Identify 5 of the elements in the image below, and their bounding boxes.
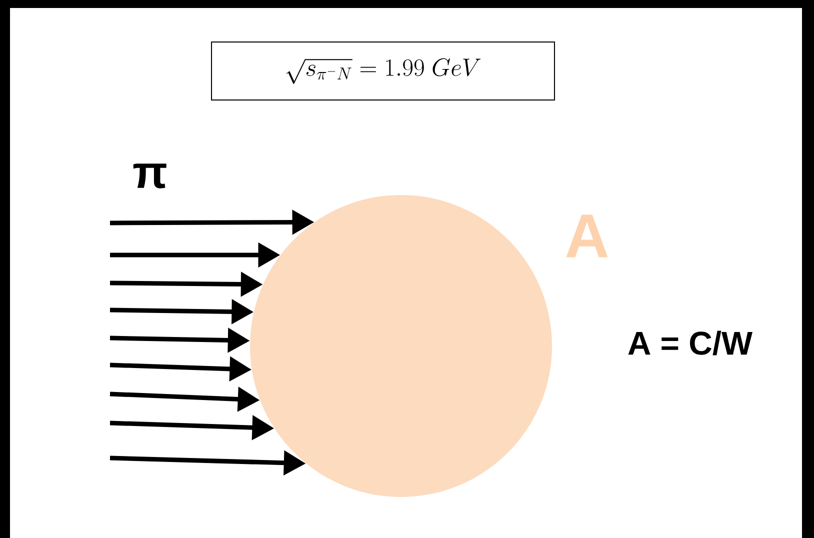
formula-box: $\sqrt{s_{\pi^{-}N}} = 1.99\ GeV$ (211, 42, 555, 100)
circle-shape (250, 194, 552, 497)
equation-label: A = C/W (628, 330, 752, 356)
letter-label: A (566, 214, 608, 258)
symbol-label: π (133, 164, 166, 188)
